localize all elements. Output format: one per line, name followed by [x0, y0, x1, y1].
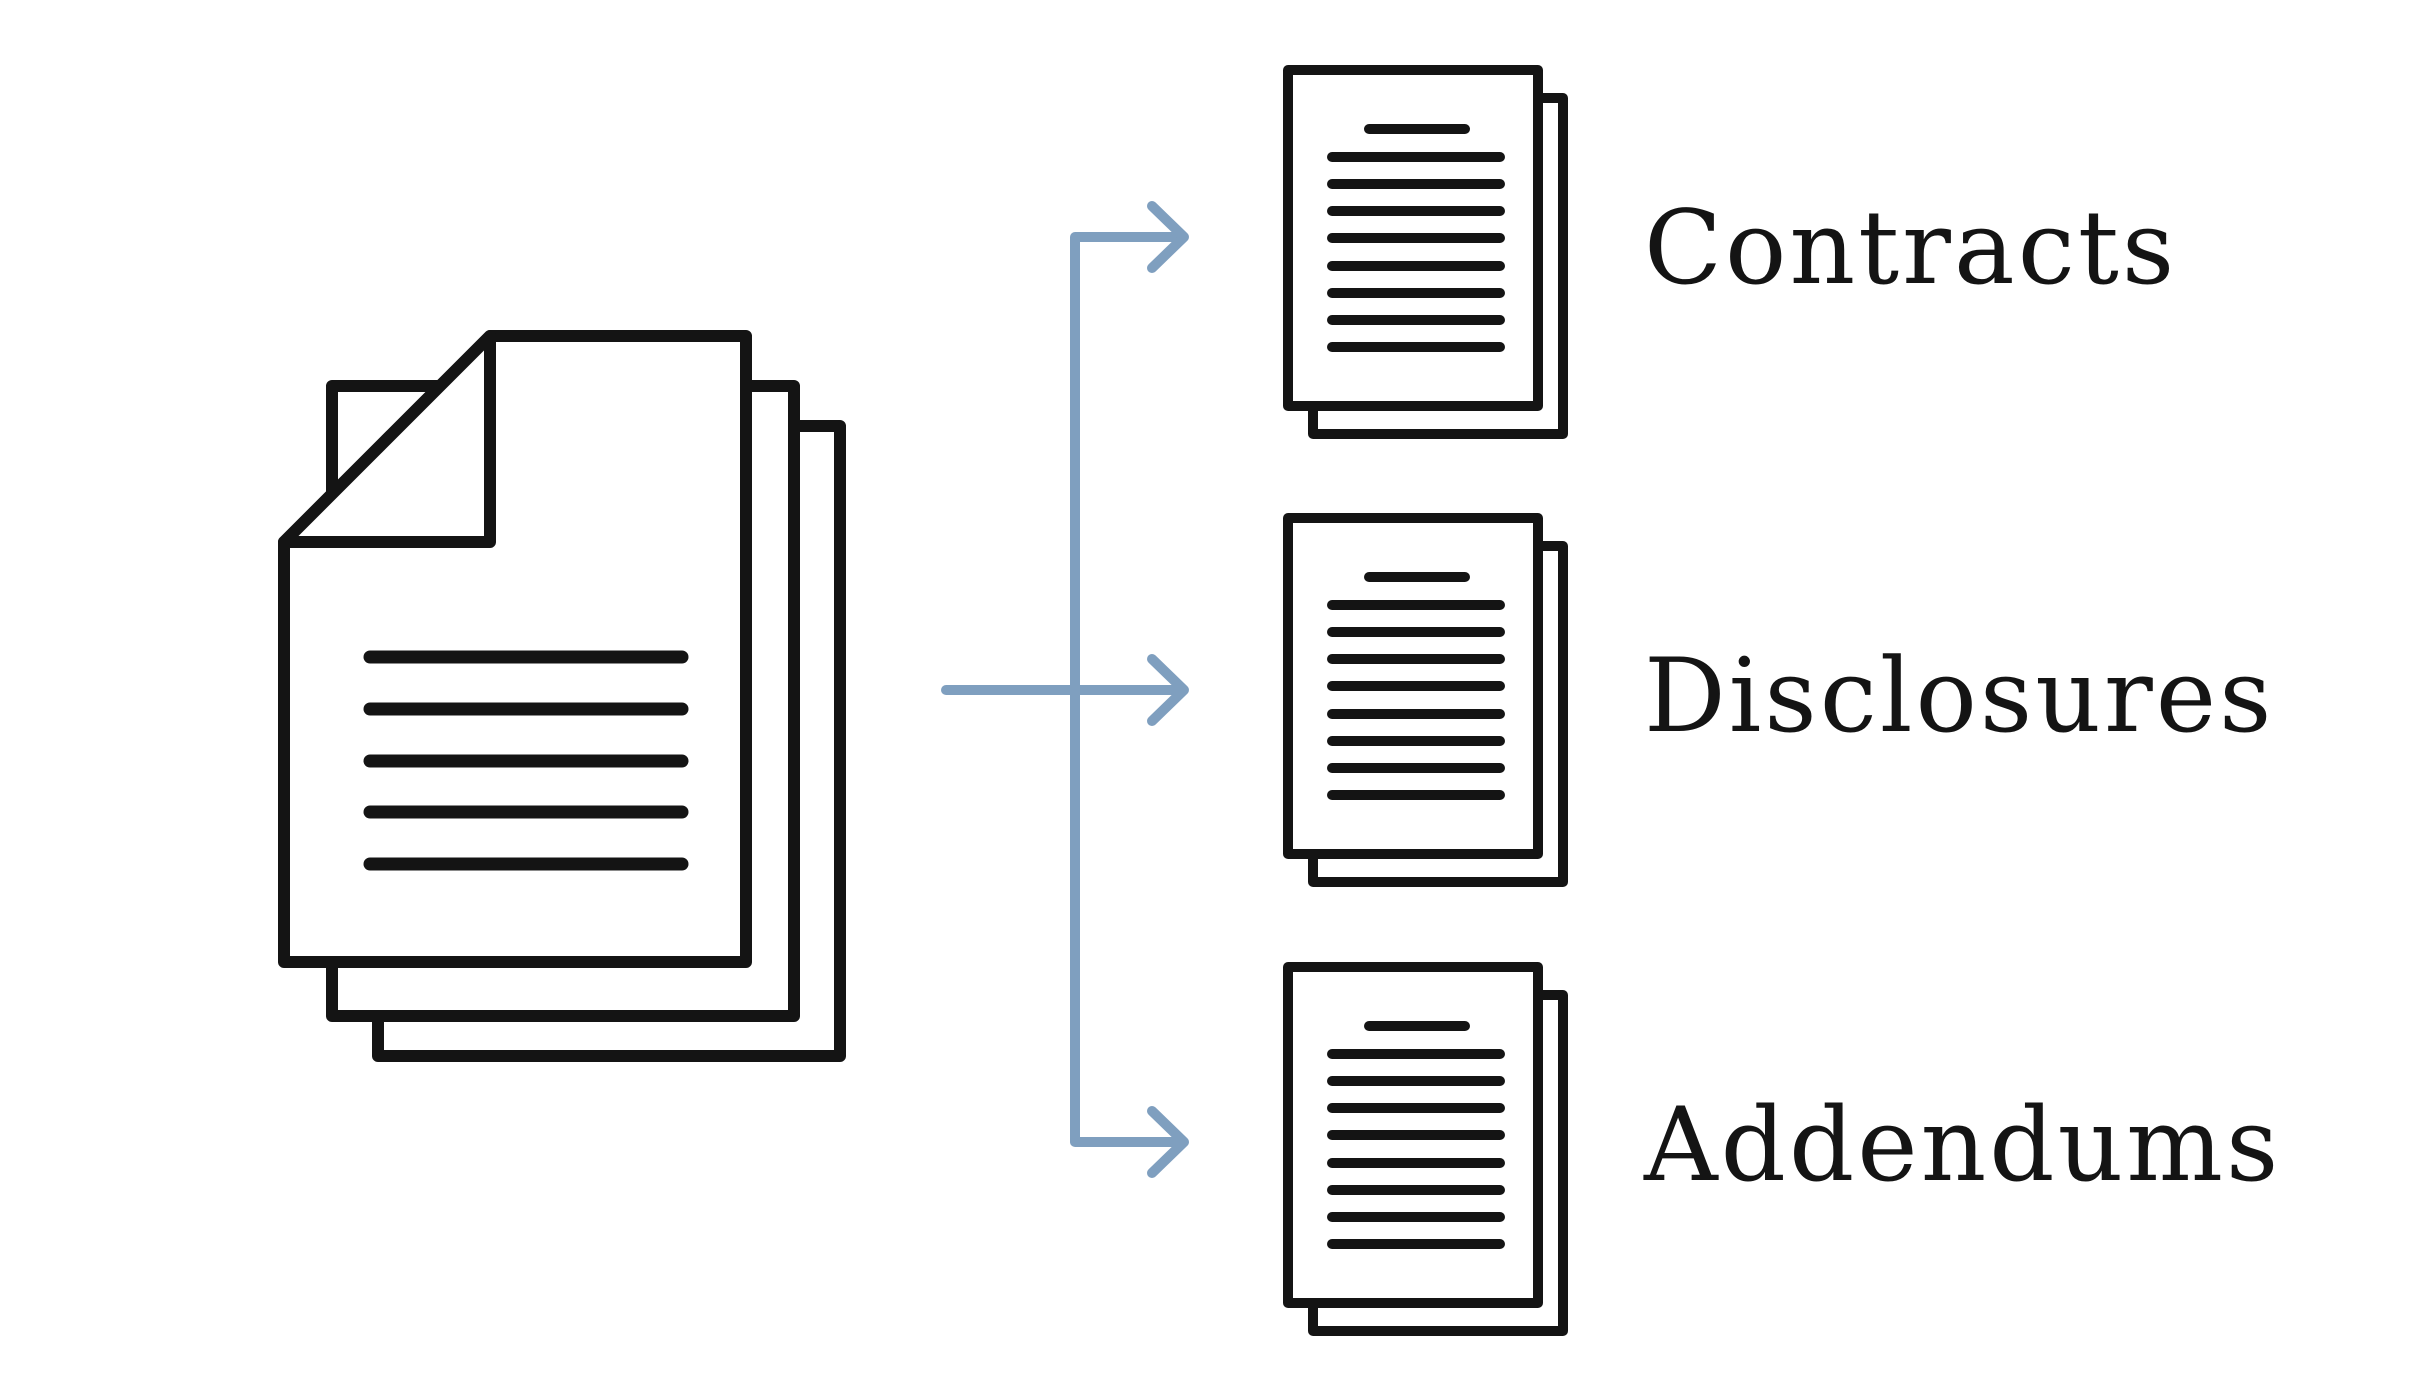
category-label-contracts: Contracts [1644, 189, 2177, 308]
text-lines [363, 650, 689, 871]
category-label-disclosures: Disclosures [1644, 637, 2274, 756]
document-stack-icon [1283, 513, 1568, 887]
arrow-head-middle [1147, 654, 1189, 726]
category-label-addendums: Addendums [1643, 1086, 2281, 1205]
arrow-head-bottom [1147, 1106, 1189, 1178]
document-stack-icon [1283, 65, 1568, 439]
folded-corner [278, 330, 496, 548]
branch-connector [941, 201, 1189, 1178]
branch-trunk [1070, 232, 1185, 1147]
arrow-head-top [1147, 201, 1189, 273]
category-contracts: Contracts [1283, 65, 2177, 439]
category-addendums: Addendums [1283, 962, 2281, 1336]
document-stack-icon [1283, 962, 1568, 1336]
category-disclosures: Disclosures [1283, 513, 2274, 887]
source-document-stack-icon [278, 330, 846, 1062]
